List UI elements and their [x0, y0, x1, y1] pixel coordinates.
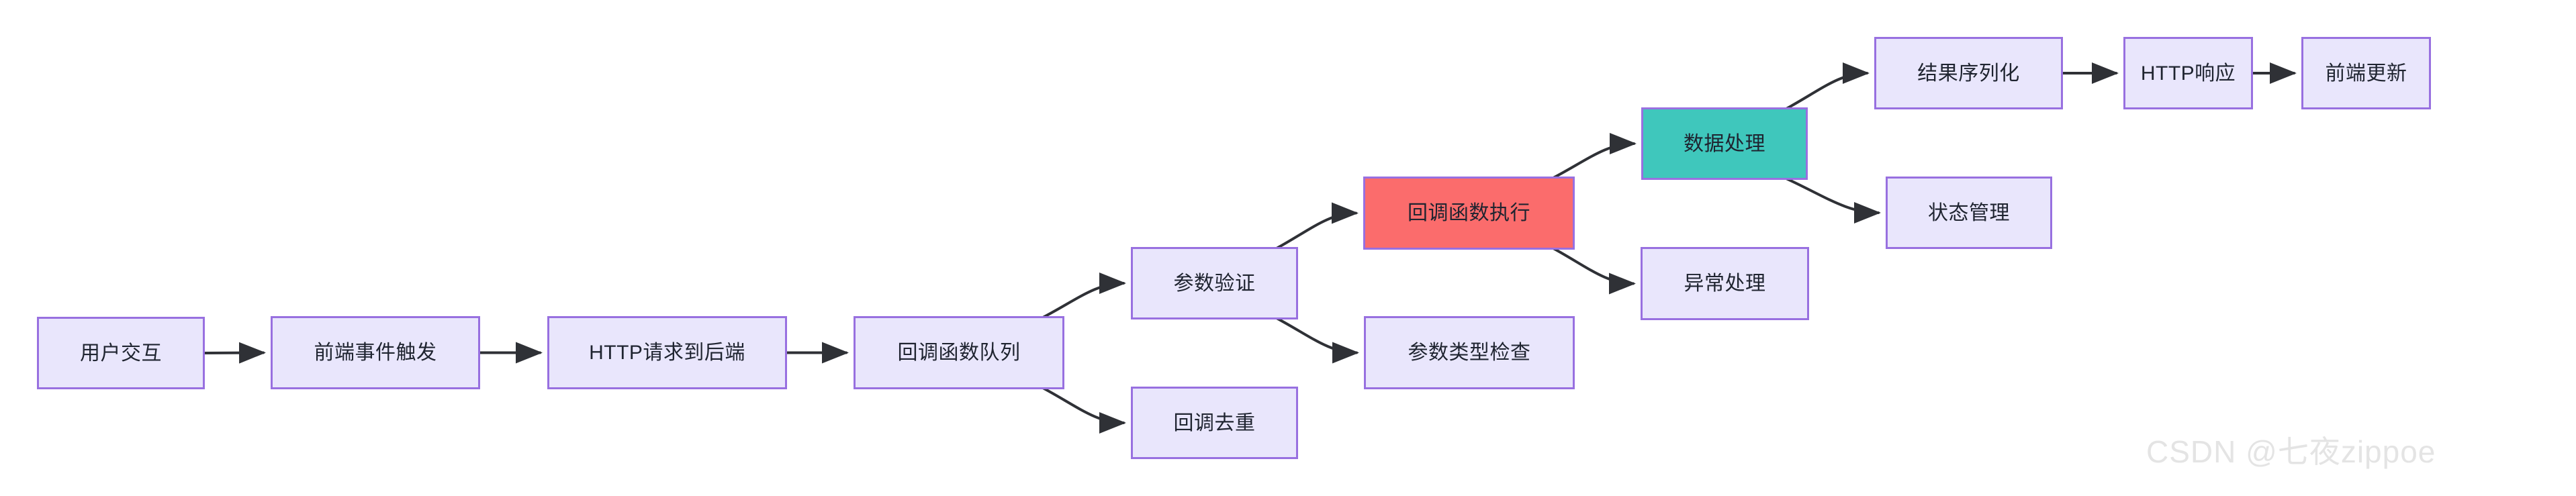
node-label-callback-queue: 回调函数队列	[897, 342, 1021, 364]
node-label-param-validate: 参数验证	[1173, 272, 1256, 295]
node-http-response[interactable]: HTTP响应	[2123, 37, 2253, 109]
node-data-processing[interactable]: 数据处理	[1641, 107, 1808, 180]
node-label-exception-handling: 异常处理	[1684, 272, 1766, 295]
edge-data-processing-to-result-serialize	[1785, 62, 1870, 110]
edge-callback-queue-to-param-validate	[1042, 272, 1126, 319]
node-label-http-request: HTTP请求到后端	[589, 342, 745, 364]
node-label-param-type-check: 参数类型检查	[1408, 342, 1531, 364]
node-frontend-update[interactable]: 前端更新	[2301, 37, 2431, 109]
node-result-serialize[interactable]: 结果序列化	[1874, 37, 2063, 109]
node-http-request[interactable]: HTTP请求到后端	[547, 316, 787, 389]
node-state-management[interactable]: 状态管理	[1886, 177, 2052, 249]
node-exception-handling[interactable]: 异常处理	[1641, 247, 1809, 320]
edge-user-interaction-to-frontend-event	[203, 342, 266, 364]
node-label-result-serialize: 结果序列化	[1917, 62, 2020, 85]
csdn-watermark: CSDN @七夜zippoe	[2146, 434, 2436, 469]
node-callback-execute[interactable]: 回调函数执行	[1363, 177, 1575, 250]
node-param-validate[interactable]: 参数验证	[1131, 247, 1298, 319]
node-frontend-event[interactable]: 前端事件触发	[271, 316, 480, 389]
edge-callback-queue-to-callback-dedupe	[1042, 387, 1126, 434]
node-callback-dedupe[interactable]: 回调去重	[1131, 387, 1298, 459]
node-label-callback-execute: 回调函数执行	[1408, 202, 1530, 224]
node-param-type-check[interactable]: 参数类型检查	[1364, 316, 1575, 389]
edge-data-processing-to-state-management	[1785, 177, 1881, 224]
edge-callback-execute-to-exception-handling	[1552, 247, 1636, 295]
node-label-data-processing: 数据处理	[1684, 132, 1765, 155]
node-label-http-response: HTTP响应	[2140, 62, 2236, 85]
edge-callback-execute-to-data-processing	[1552, 133, 1637, 179]
node-label-frontend-event: 前端事件触发	[314, 342, 437, 364]
node-user-interaction[interactable]: 用户交互	[37, 317, 205, 389]
node-label-state-management: 状态管理	[1928, 201, 2010, 224]
node-label-user-interaction: 用户交互	[80, 342, 162, 364]
edge-param-validate-to-callback-execute	[1275, 202, 1359, 250]
node-label-callback-dedupe: 回调去重	[1173, 411, 1256, 434]
node-label-frontend-update: 前端更新	[2325, 62, 2407, 85]
node-callback-queue[interactable]: 回调函数队列	[854, 316, 1064, 389]
edge-param-validate-to-param-type-check	[1275, 317, 1359, 364]
